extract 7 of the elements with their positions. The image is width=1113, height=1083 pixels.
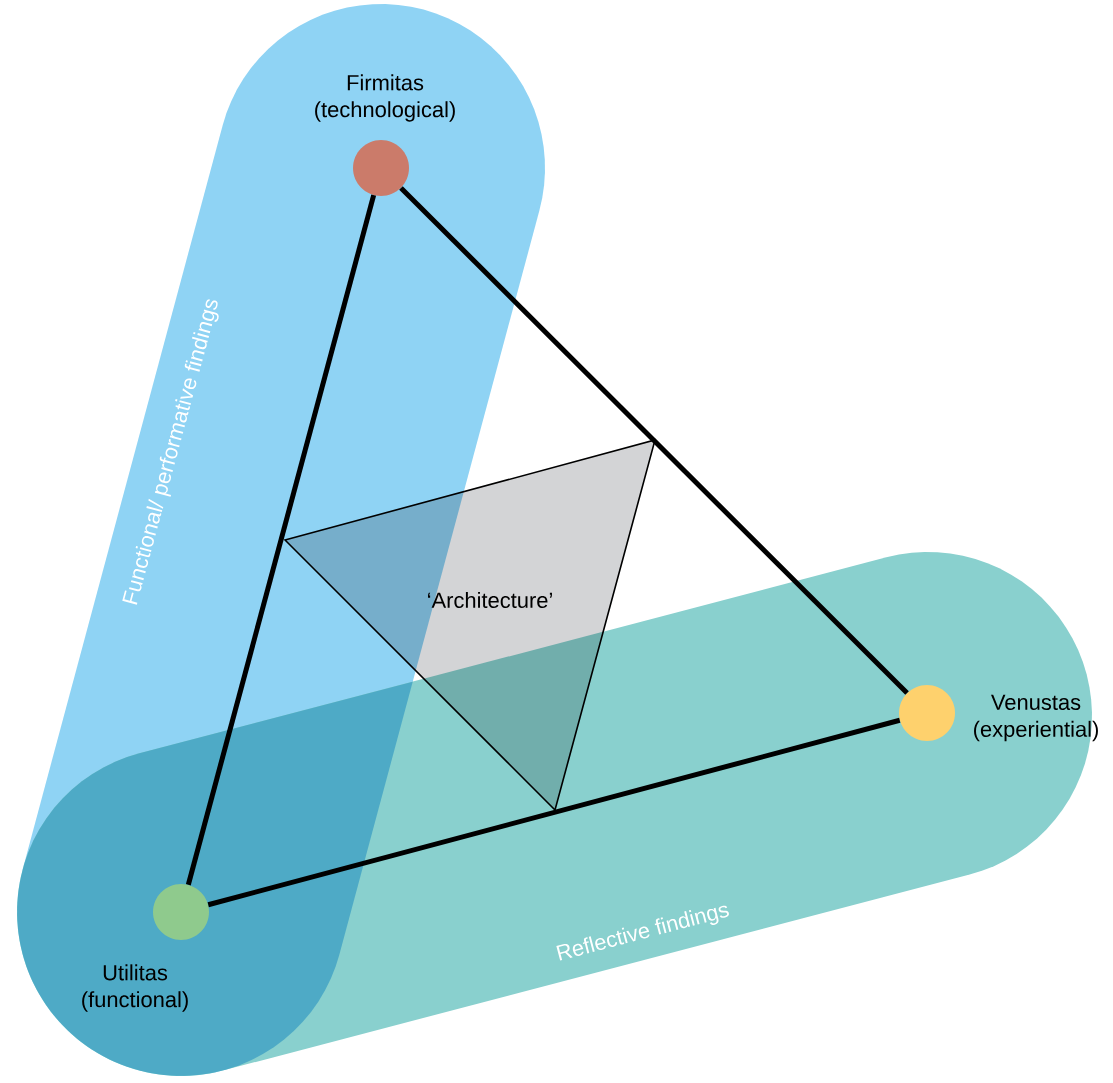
triangle-label: ‘Architecture’ (428, 591, 552, 609)
node-label: Firmitas (technological) (315, 74, 455, 122)
connector-line (185, 194, 377, 886)
connector-line (207, 717, 901, 908)
node-label: Utilitas (functional) (82, 964, 188, 1012)
band-label: Reflective findings (556, 905, 729, 961)
connector-line (399, 186, 909, 695)
